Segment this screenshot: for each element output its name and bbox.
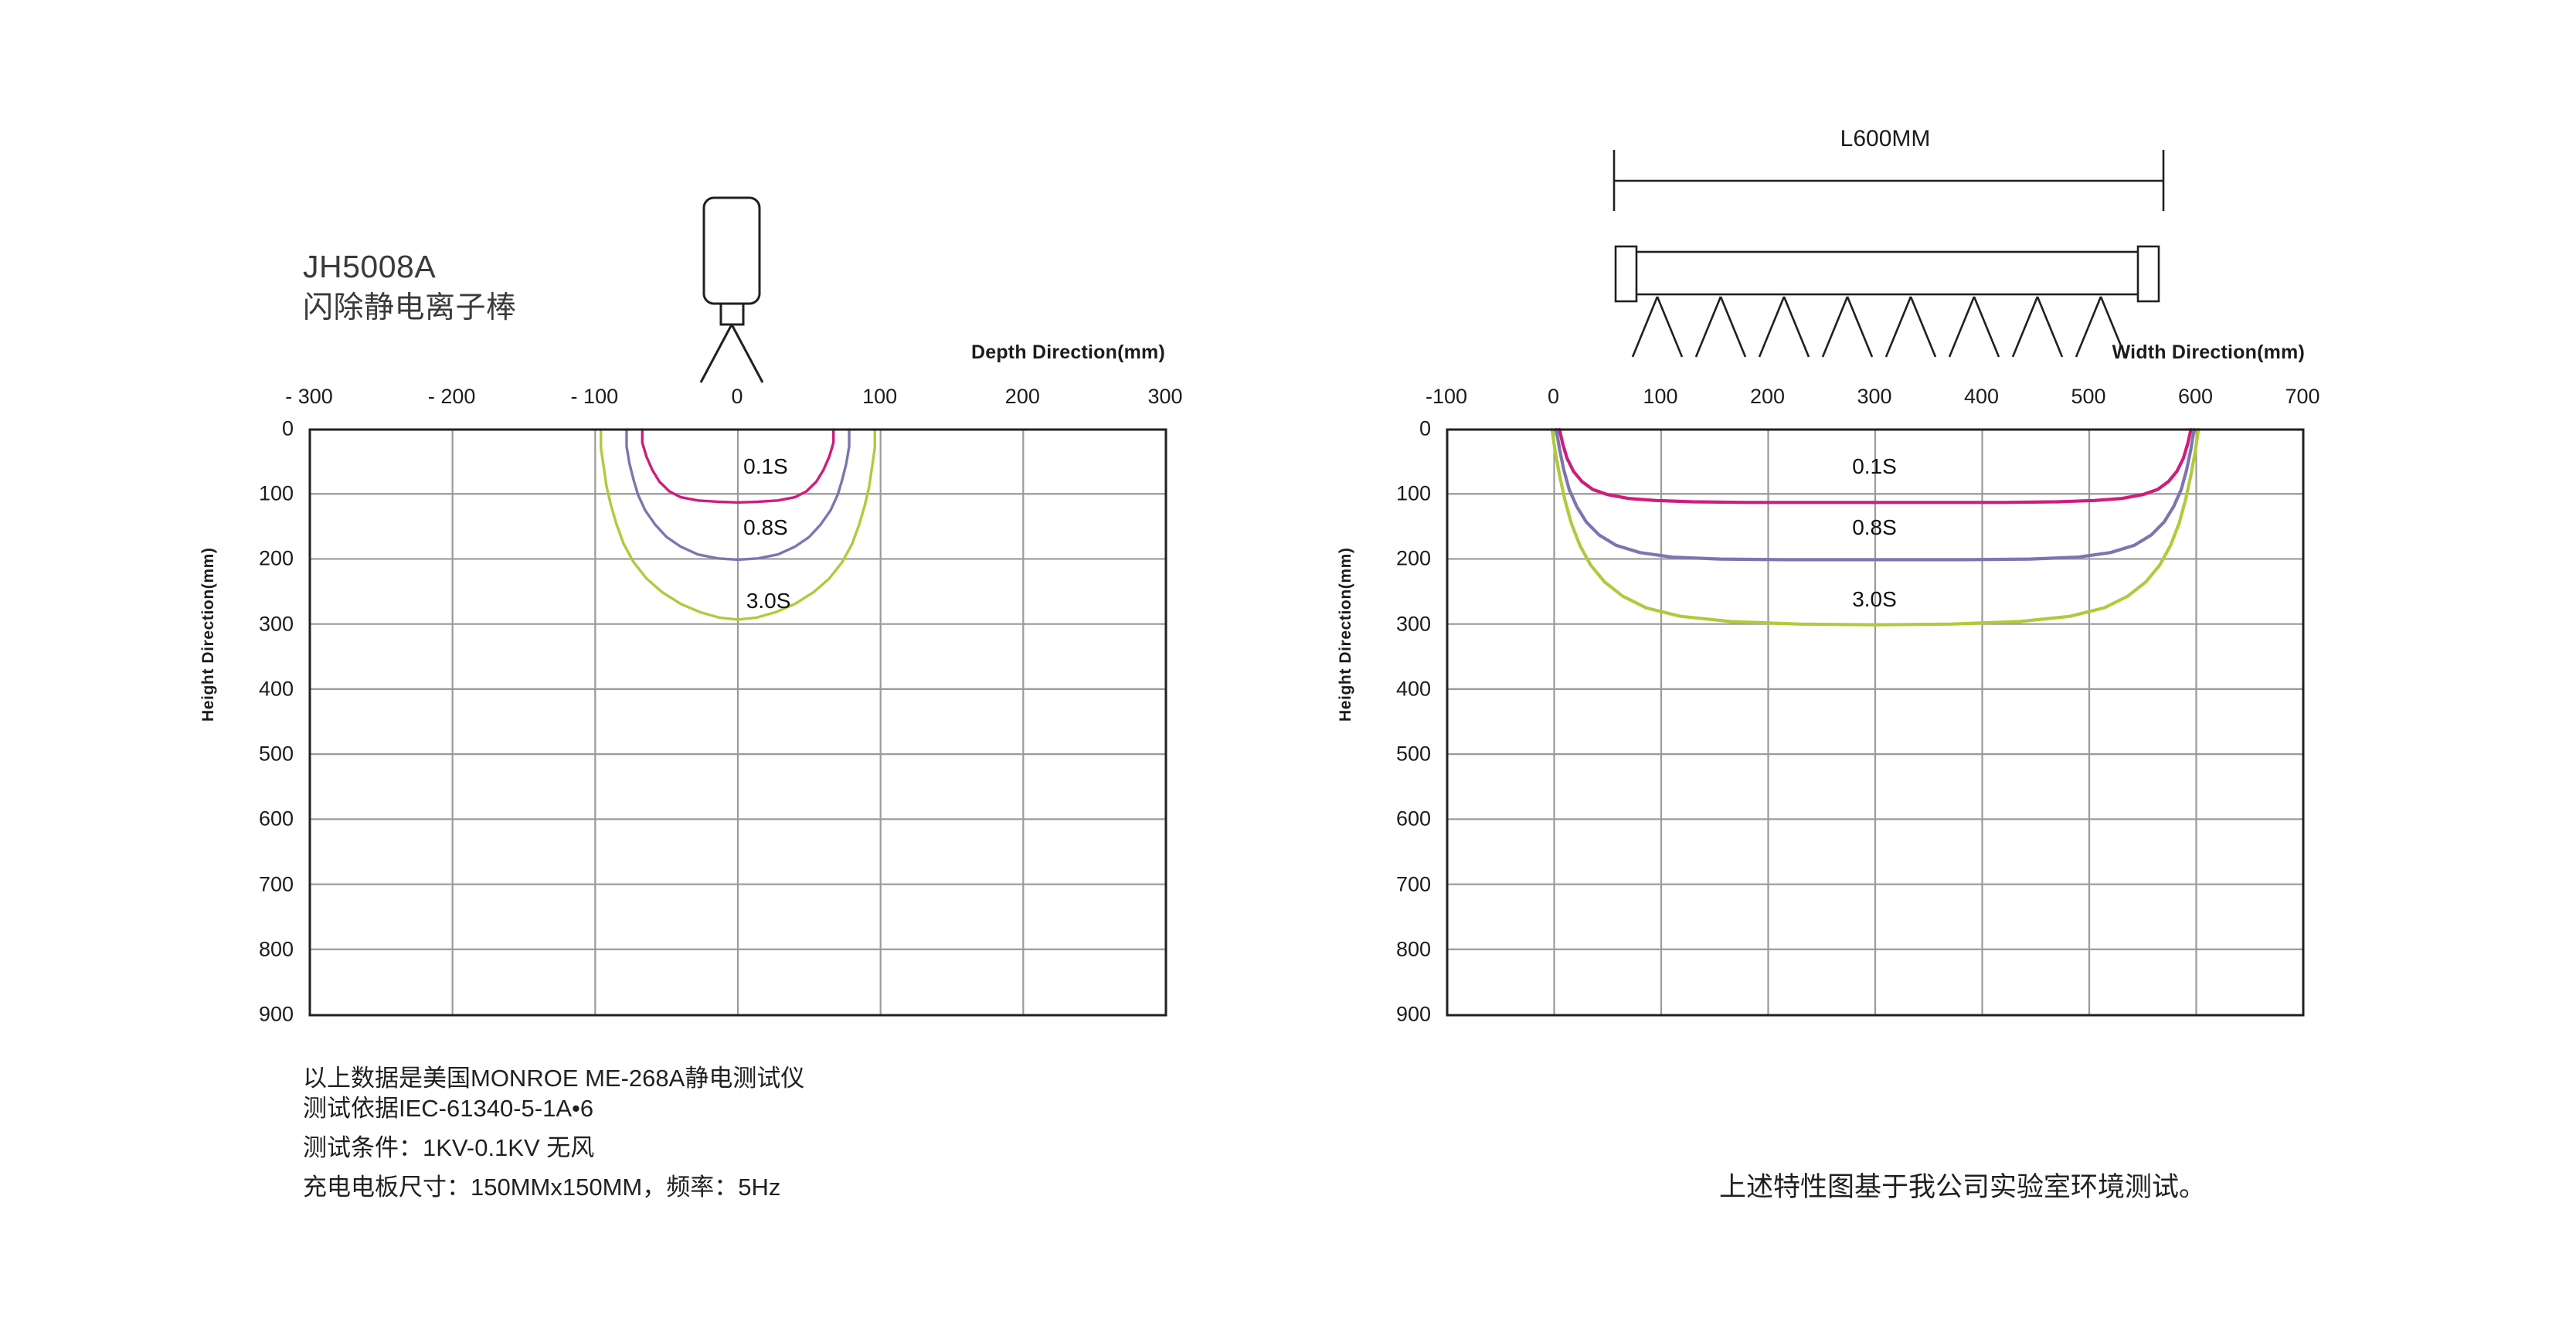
x-axis-title: Depth Direction(mm) bbox=[970, 341, 1165, 363]
plot-frame bbox=[308, 428, 1167, 1017]
footnote-line-2: 测试依据IEC-61340-5-1A•6 bbox=[303, 1095, 594, 1122]
footnote-line-4: 充电电板尺寸：150MMx150MM，频率：5Hz bbox=[303, 1174, 781, 1201]
footnotes-block: 以上数据是美国MONROE ME-268A静电测试仪 测试依据IEC-61340… bbox=[303, 1066, 804, 1215]
y-tick-label: 300 bbox=[258, 612, 294, 636]
x-tick-label: - 100 bbox=[570, 385, 619, 408]
x-tick-label: 0 bbox=[1547, 385, 1560, 408]
ion-bar-body-icon bbox=[702, 196, 761, 305]
ion-bar-cross-section-diagram bbox=[680, 193, 834, 383]
width-chart-plot bbox=[1446, 427, 2305, 1017]
lab-environment-note: 上述特性图基于我公司实验室环境测试。 bbox=[1719, 1172, 2207, 1202]
y-tick-label: 100 bbox=[258, 481, 294, 505]
series-curve-0-8S bbox=[1555, 427, 2196, 562]
series-label-0-1S: 0.1S bbox=[1852, 454, 1897, 478]
ion-bar-body-icon bbox=[1614, 245, 2160, 303]
x-tick-label: 300 bbox=[1147, 385, 1183, 408]
grid-lines bbox=[310, 430, 1166, 1015]
footnote-line-3: 测试条件：1KV-0.1KV 无风 bbox=[303, 1134, 595, 1161]
x-tick-label: 600 bbox=[2177, 385, 2214, 408]
y-tick-label: 500 bbox=[258, 742, 294, 766]
ion-emission-cone-icon bbox=[699, 324, 764, 383]
bar-length-dimension-label: L600MM bbox=[1840, 126, 1931, 151]
y-tick-label: 200 bbox=[258, 546, 294, 570]
y-tick-label: 500 bbox=[1395, 742, 1431, 766]
series-curve-0-1S bbox=[641, 428, 835, 505]
y-tick-label: 700 bbox=[258, 872, 294, 896]
y-tick-label: 0 bbox=[1419, 416, 1431, 440]
product-model: JH5008A bbox=[303, 249, 437, 284]
x-tick-label: 400 bbox=[1963, 385, 2000, 408]
x-tick-label: - 300 bbox=[285, 385, 333, 408]
x-tick-label: - 200 bbox=[427, 385, 476, 408]
y-tick-label: 0 bbox=[281, 416, 294, 440]
x-tick-label: 500 bbox=[2071, 385, 2106, 408]
x-tick-label: 0 bbox=[731, 385, 743, 408]
x-tick-label: 100 bbox=[862, 385, 898, 408]
y-tick-label: 100 bbox=[1395, 481, 1431, 505]
dimension-line bbox=[1613, 150, 2165, 211]
product-name-cn: 闪除静电离子棒 bbox=[303, 290, 517, 324]
x-axis-title: Width Direction(mm) bbox=[2112, 341, 2305, 363]
series-curve-3-0S bbox=[1550, 427, 2200, 627]
y-tick-label: 600 bbox=[258, 807, 294, 831]
series-curve-0-8S bbox=[625, 428, 851, 562]
footnote-line-1: 以上数据是美国MONROE ME-268A静电测试仪 bbox=[303, 1065, 805, 1092]
plot-frame bbox=[1446, 428, 2305, 1017]
y-tick-label: 400 bbox=[258, 677, 294, 701]
series-label-0-8S: 0.8S bbox=[743, 515, 788, 540]
series-label-0-1S: 0.1S bbox=[743, 454, 788, 478]
y-tick-label: 700 bbox=[1395, 872, 1431, 896]
y-tick-label: 600 bbox=[1395, 807, 1431, 831]
x-tick-label: -100 bbox=[1425, 385, 1468, 408]
series-label-3-0S: 3.0S bbox=[746, 589, 791, 613]
ion-bar-nozzle-icon bbox=[719, 302, 745, 326]
y-axis-title: Height Direction(mm) bbox=[1337, 547, 1354, 722]
series-curve-3-0S bbox=[600, 428, 876, 621]
ion-bar-elevation-diagram bbox=[1607, 145, 2171, 358]
series-curve-0-1S bbox=[1558, 427, 2193, 505]
series-label-0-8S: 0.8S bbox=[1852, 515, 1897, 540]
y-tick-label: 800 bbox=[1395, 937, 1431, 961]
y-tick-label: 900 bbox=[1395, 1002, 1431, 1026]
y-axis-title: Height Direction(mm) bbox=[199, 547, 217, 722]
ion-emitter-cones-icon bbox=[1631, 296, 2127, 358]
x-tick-label: 200 bbox=[1004, 385, 1040, 408]
x-tick-label: 300 bbox=[1857, 385, 1892, 408]
y-tick-label: 800 bbox=[258, 937, 294, 961]
y-tick-label: 300 bbox=[1395, 612, 1431, 636]
y-tick-label: 200 bbox=[1395, 546, 1431, 570]
x-tick-label: 100 bbox=[1643, 385, 1678, 408]
x-tick-label: 700 bbox=[2285, 385, 2320, 408]
y-tick-label: 400 bbox=[1395, 677, 1431, 701]
series-label-3-0S: 3.0S bbox=[1852, 586, 1897, 611]
depth-chart-plot bbox=[308, 428, 1167, 1017]
x-tick-label: 200 bbox=[1749, 385, 1786, 408]
y-tick-label: 900 bbox=[258, 1002, 294, 1026]
product-title-block: JH5008A 闪除静电离子棒 bbox=[303, 246, 517, 328]
